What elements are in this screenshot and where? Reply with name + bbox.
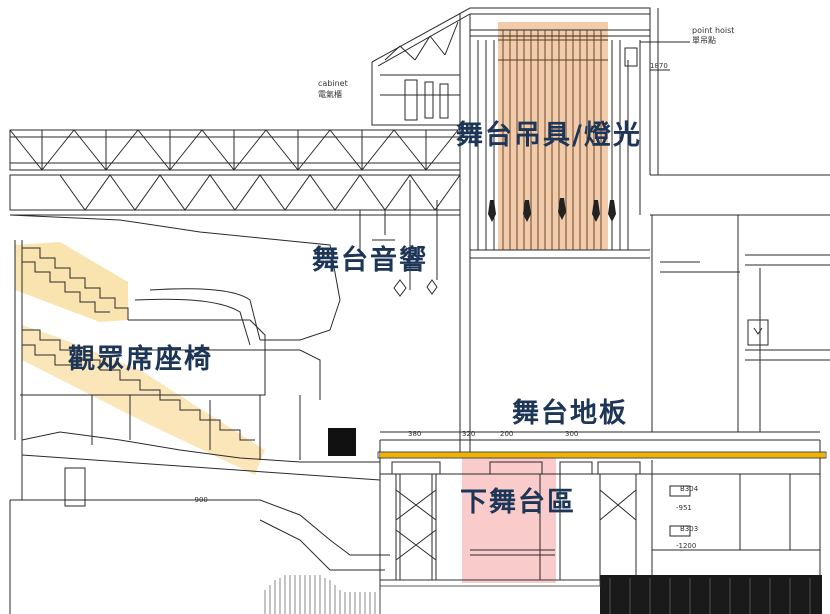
cabinet-label-en: cabinet [318, 79, 348, 88]
label-audience-seating: 觀眾席座椅 [68, 344, 213, 375]
label-understage: 下舞台區 [460, 487, 576, 518]
seating-highlight-upper [15, 242, 128, 322]
stage-lights [488, 198, 616, 222]
dim-1200: -1200 [676, 542, 696, 550]
point-hoist-label-en: point hoist [692, 26, 734, 35]
point-hoist-label-zh: 單吊點 [692, 35, 716, 45]
dim-320: 320 [462, 430, 475, 438]
understage-highlight [462, 458, 556, 583]
seating-highlight-lower [22, 325, 265, 475]
cabinet-label-zh: 電氣櫃 [318, 89, 342, 99]
label-stage-audio: 舞台音響 [312, 245, 428, 276]
dark-foundation [600, 575, 822, 614]
linework [9, 7, 830, 614]
dim-300: 300 [565, 430, 578, 438]
label-stage-floor: 舞台地板 [512, 398, 628, 429]
drawing-annotations: cabinet 電氣櫃 point hoist 單吊點 1870 380 320… [192, 26, 734, 550]
dim-951: -951 [676, 504, 692, 512]
dim-900: -900 [192, 496, 208, 504]
ground-hatch [264, 575, 381, 614]
dim-b303: B303 [680, 525, 698, 533]
dim-1870: 1870 [650, 62, 668, 70]
label-stage-rigging: 舞台吊具/燈光 [456, 120, 642, 151]
dim-b304: B304 [680, 485, 699, 493]
dim-200: 200 [500, 430, 513, 438]
dim-380: 380 [408, 430, 421, 438]
